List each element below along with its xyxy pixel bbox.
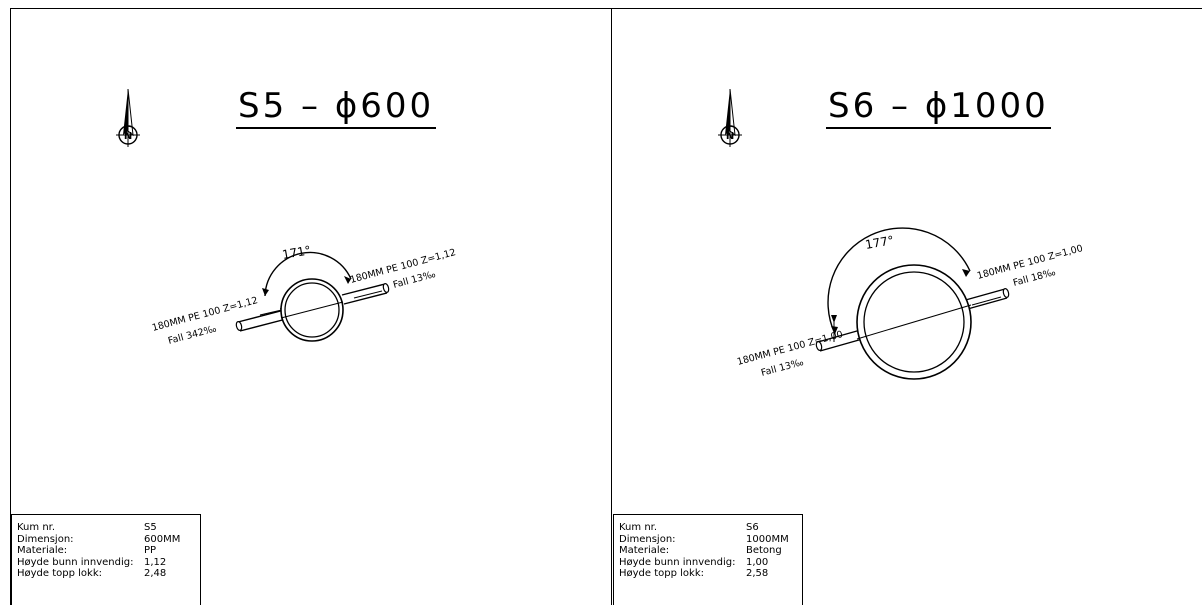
row-label: Kum nr. (17, 522, 56, 533)
inlet-pipe (815, 315, 867, 352)
row-label: Dimensjon: (619, 533, 676, 545)
manhole-plan-drawing: 177° 180MM PE 100 Z=1,00 Fall 13‰ 180MM … (736, 227, 1084, 380)
row-value: PP (144, 545, 157, 556)
row-value: 2,58 (746, 568, 769, 579)
manhole-info-table: Kum nr. S5 Dimensjon: 600MM Materiale: PP H… (11, 514, 201, 605)
table-row: Materiale: PP (17, 545, 194, 557)
manhole-info-table: Kum nr. S6 Dimensjon: 1000MM Materiale: Bet… (613, 514, 803, 605)
frame-left-border (10, 8, 11, 605)
row-value: 1,00 (746, 556, 769, 568)
table-row: Høyde bunn innvendig: 1,12 (17, 557, 194, 569)
row-value: S5 (144, 522, 157, 533)
angle-arc (827, 227, 971, 335)
row-value: 600MM (144, 533, 181, 545)
row-label: Dimensjon: (17, 533, 74, 545)
table-row: Høyde topp lokk: 2,48 (17, 568, 194, 580)
row-label: Høyde bunn innvendig: (619, 556, 736, 568)
table-row: Materiale: Betong (619, 545, 796, 557)
page-title: S5 – ϕ600 (236, 88, 437, 129)
row-value: S6 (746, 522, 759, 533)
table-row: Høyde topp lokk: 2,58 (619, 568, 796, 580)
row-label: Høyde topp lokk: (17, 568, 102, 579)
page-title: S6 – ϕ1000 (826, 88, 1051, 129)
row-label: Kum nr. (619, 522, 658, 533)
row-label: Materiale: (619, 545, 670, 556)
table-row: Høyde bunn innvendig: 1,00 (619, 557, 796, 569)
table-row: Kum nr. S5 (17, 522, 194, 534)
row-value: Betong (746, 545, 782, 556)
angle-label: 171° (281, 243, 312, 262)
row-label: Materiale: (17, 545, 68, 556)
north-letter: N (124, 131, 132, 142)
manhole-panel-s6: N S6 – ϕ1000 (612, 9, 1202, 605)
frame-top-border (10, 8, 1202, 9)
angle-label: 177° (864, 233, 895, 252)
row-value: 2,48 (144, 568, 167, 579)
north-arrow-icon: N (718, 88, 742, 147)
manhole-panel-s5: N S5 – ϕ600 (10, 9, 610, 605)
row-value: 1000MM (746, 533, 789, 545)
frame-divider (611, 8, 612, 605)
row-label: Høyde topp lokk: (619, 568, 704, 579)
row-label: Høyde bunn innvendig: (17, 556, 134, 568)
table-row: Dimensjon: 1000MM (619, 534, 796, 546)
row-value: 1,12 (144, 556, 167, 568)
table-row: Kum nr. S6 (619, 522, 796, 534)
north-arrow-icon: N (116, 88, 140, 147)
outlet-pipe (341, 283, 390, 305)
table-row: Dimensjon: 600MM (17, 534, 194, 546)
north-letter: N (726, 131, 734, 142)
outlet-pipe (961, 288, 1010, 311)
angle-arc (264, 251, 352, 297)
manhole-plan-drawing: 171° 180MM PE 100 Z=1,12 Fall 342‰ 180MM… (151, 243, 457, 347)
